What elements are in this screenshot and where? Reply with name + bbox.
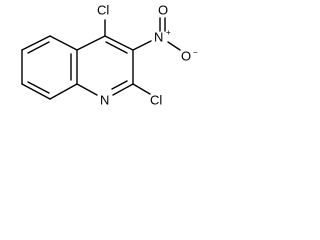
atom-label-nitro-o-top: O [158,2,168,17]
bond-c4a-c4 [76,35,106,51]
atom-label-cl2: Cl [150,92,162,107]
bond-c2-n1 [112,83,134,96]
bond-c2-cl [132,83,151,95]
atom-label-nitro-n: N [154,29,163,44]
chemical-structure-diagram: Cl N + O O − N Cl [21,2,198,107]
atom-label-ring-n: N [100,92,109,107]
double-bond-inner-c7-c8 [27,81,50,94]
atom-charge-nitro-o: − [193,48,198,57]
bond-c5-c6 [21,35,51,51]
double-bond-inner-c2-n1 [111,80,128,90]
bond-c8-c8a [49,83,78,100]
bond-n1-c8a [76,83,98,96]
atom-label-nitro-o-right: O [181,48,191,63]
bond-c4-c3 [104,35,134,51]
atom-label-cl4: Cl [97,2,109,17]
bond-c3-nitro [132,40,152,51]
bond-c7-c8 [21,83,51,100]
bond-c4a-c5 [49,35,78,51]
bond-nitro-o-right [167,41,181,51]
double-bond-inner-c5-c6 [27,41,50,54]
double-bond-inner-c4-c3 [105,41,128,54]
atom-charge-nitro-n: + [166,28,171,37]
